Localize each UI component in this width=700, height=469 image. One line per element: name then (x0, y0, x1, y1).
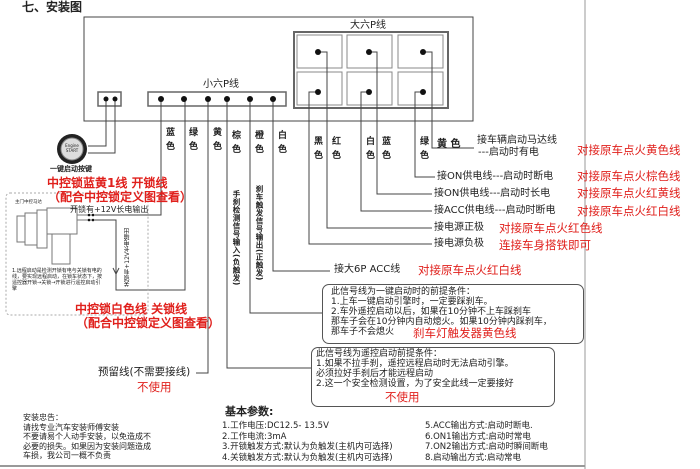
small6p-label: 小六P线 (203, 79, 240, 90)
reserved-wire-label: 预留线(不需要接线) (98, 366, 191, 378)
brake-signal-label: 刹车触发信号输出(正触发) (255, 185, 264, 281)
note-acc: 对接原车点火红白线 (418, 263, 522, 277)
param-item: 7.ON2输出方式:启动时瞬间断电 (425, 442, 548, 452)
lock-actuator-drawing (16, 207, 95, 265)
wire-label-red: 红色 (330, 136, 340, 164)
handbrake-signal-label: 手刹检测信号输入(负触发) (232, 190, 241, 286)
handbrake-note-line: 1.如果不拉手刹，遥控远程启动时无法启动引擎。 (316, 359, 514, 369)
note-white: 对接原车点火红白线 (577, 204, 681, 218)
big6p-label: 大六P线 (350, 20, 387, 31)
wire-label-blue-big: 蓝色 (380, 136, 390, 164)
desc-blue: 接ON供电线---启动时长电 (434, 188, 551, 199)
wire-label-yellow: 黄色 (211, 127, 221, 155)
advice-line: 安装忠告： (23, 413, 63, 422)
desc-yellow: 接车辆启动马达线 (477, 135, 557, 146)
lock-motor-box (5, 192, 149, 316)
desc-white: 接ACC供电线---启动时断电 (434, 205, 556, 216)
handbrake-note-line: 2.这一个安全检测设置，为了安全此线一定要接好 (316, 379, 514, 389)
advice-line: 请找专业汽车安装师傅安装 (23, 422, 119, 432)
brake-note-line: 此信号线为一键启动时的前提条件： (331, 287, 476, 297)
handbrake-note-box: 此信号线为遥控启动前提条件： 1.如果不拉手刹，遥控远程启动时无法启动引擎。 必… (311, 347, 555, 407)
params-right: 5.ACC输出方式:启动时断电. 6.ON1输出方式:启动时常电 7.ON2输出… (425, 421, 548, 463)
main-unit-box (83, 16, 474, 122)
brake-note-line: 1.上车一键启动引擎时，一定要踩刹车。 (331, 297, 493, 307)
lock-output-label: 关锁有+12V长电输出 (124, 228, 131, 287)
param-item: 1.工作电压:DC12.5- 13.5V (222, 421, 329, 431)
handbrake-note-line: 必须拉好手刹后才能远程启动 (316, 369, 434, 379)
param-item: 5.ACC输出方式:启动时断电. (425, 421, 533, 431)
desc-black: 接电源负极 (434, 238, 484, 249)
wire-label-white-big: 白色 (364, 136, 374, 164)
desc-red: 接电源正极 (434, 222, 484, 233)
motor-label: 主门中控马达 (15, 200, 42, 205)
reserved-wire-note: 不使用 (137, 380, 172, 394)
big6p-connector (293, 31, 449, 109)
motor-note: 1.远程启动是检测开锁有电与关锁有电的线，要实现远程启动，在锁车状态下，按遥控器… (12, 268, 103, 292)
advice-line: 车损，我公司一概不负责 (23, 451, 111, 460)
brake-note-box: 此信号线为一键启动时的前提条件： 1.上车一键启动引擎时，一定要踩刹车。 2.车… (322, 284, 584, 344)
param-item: 4.关锁触发方式:默认为负触发(主机内可选择) (222, 452, 393, 463)
brake-note-line: 那车子会在10分钟内自动熄火。如果10分钟内踩刹车， (331, 317, 552, 327)
wire-label-blue: 蓝色 (164, 127, 174, 155)
start-button[interactable] (57, 134, 87, 164)
wire-label-brown: 棕色 (230, 130, 240, 158)
desc-yellow-2: ---启动时有电 (478, 147, 539, 158)
lock-title: 中控锁白色线 关锁线 (75, 302, 188, 316)
brake-note-line: 那车子不会熄火 (331, 327, 395, 337)
note-yellow: 对接原车点火黄色线 (577, 143, 681, 157)
install-advice: 安装忠告： 请找专业汽车安装师傅安装 不要请易个人动手安装，以免造成不 必要的损… (23, 413, 151, 461)
unlock-title: 中控锁蓝黄1线 开锁线 (47, 176, 168, 190)
wire-label-green: 绿色 (187, 127, 197, 155)
start-button-text: Engine START (65, 143, 79, 153)
desc-green: 接ON供电线---启动时断电 (437, 171, 554, 182)
start-button-label: 一键启动按键 (50, 165, 92, 173)
params-title: 基本参数: (225, 405, 274, 418)
param-item: 8.启动输出方式:启动常电 (425, 452, 521, 463)
params-left: 1.工作电压:DC12.5- 13.5V 2.工作电流:3mA 3.开锁触发方式… (222, 421, 393, 463)
unlock-subtitle: （配合中控锁定义图查看） (48, 190, 193, 204)
handbrake-note-line: 此信号线为遥控启动前提条件： (316, 349, 443, 359)
note-blue: 对接原车点火红黄线 (577, 186, 681, 200)
note-black: 连接车身搭铁即可 (499, 238, 591, 252)
param-item: 2.工作电流:3mA (222, 431, 287, 442)
lock-subtitle: （配合中控锁定义图查看） (76, 316, 221, 330)
page-title: 七、安装图 (22, 0, 83, 14)
wire-label-green-big: 绿色 (418, 136, 428, 164)
button-connector (97, 91, 122, 107)
brake-note-red: 刹车灯触发器黄色线 (413, 326, 517, 340)
wire-label-white: 白色 (276, 130, 286, 158)
wire-label-yellow-big: 黄 色 (437, 139, 461, 150)
advice-line: 必要的损失。如果因为安装问题造成 (23, 441, 151, 451)
unlock-output-label: 开锁有+12V长电输出 (70, 205, 149, 214)
param-item: 6.ON1输出方式:启动时常电 (425, 431, 531, 442)
wire-label-orange: 橙色 (253, 130, 263, 158)
small6p-connector (147, 91, 287, 107)
brake-note-line: 2.车外遥控启动以后，如果在10分钟不上车踩刹车 (331, 307, 532, 317)
advice-line: 不要请易个人动手安装，以免造成不 (23, 432, 151, 441)
desc-acc: 接大6P ACC线 (334, 264, 401, 275)
note-green: 对接原车点火棕色线 (577, 169, 681, 183)
param-item: 3.开锁触发方式:默认为负触发(主机内可选择) (222, 442, 393, 452)
handbrake-note-red: 不使用 (385, 390, 420, 404)
note-red: 对接原车点火红色线 (499, 221, 603, 235)
wire-label-black: 黑色 (312, 136, 322, 164)
